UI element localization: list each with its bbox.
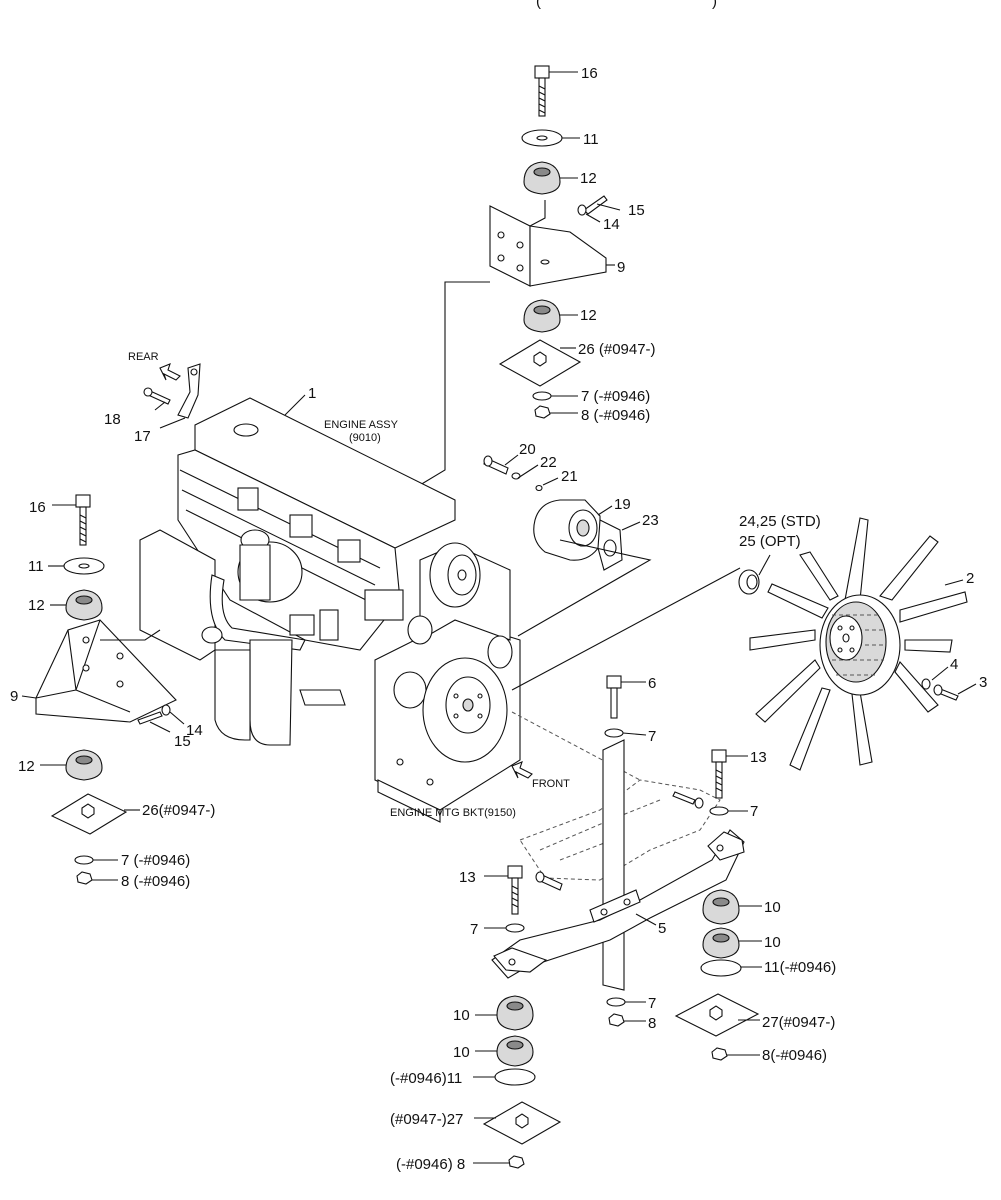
callout-8-left: 8 (-#0946) [121,873,190,890]
compressor-19 [483,455,652,637]
callout-18: 18 [104,411,121,428]
callout-8-top: 8 (-#0946) [581,407,650,424]
top-mount-stack [489,65,608,419]
callout-17: 17 [134,428,151,445]
callout-8-under: 8 [648,1015,656,1032]
bolt-16-top [534,65,550,117]
engine-assy-1 [139,363,521,823]
header-partial-text: ( [536,0,541,10]
callout-10-right-1: 10 [764,899,781,916]
callout-3: 3 [979,674,987,691]
callout-11-top: 11 [583,131,599,148]
rear-caption: REAR [128,351,159,363]
callout-8-left-lower: (-#0946) 8 [396,1156,465,1173]
callout-7-top: 7 (-#0946) [581,388,650,405]
callout-14-top: 14 [603,216,620,233]
callout-labels: 16 11 12 15 14 9 12 26 (#0947-) 7 (-#094… [10,65,987,1173]
callout-1: 1 [308,385,316,402]
nut-8-top [534,405,551,419]
callout-7-left: 7 (-#0946) [121,852,190,869]
front-arrow [511,761,533,779]
plate-26-top [498,339,582,387]
callout-9-left: 9 [10,688,18,705]
callout-7-bolt13-right: 7 [750,803,758,820]
callout-12-top-lower: 12 [580,307,597,324]
callout-11-left-lower: (-#0946)11 [390,1070,462,1087]
callout-24-25-std: 24,25 (STD) [739,513,821,530]
callout-10-left-2: 10 [453,1044,470,1061]
callout-9-top: 9 [617,259,625,276]
front-caption: FRONT [532,778,570,790]
leaders-left [21,504,185,881]
callout-20: 20 [519,441,536,458]
callout-27-right: 27(#0947-) [762,1014,835,1031]
callout-26-left: 26(#0947-) [142,802,215,819]
callout-10-left-1: 10 [453,1007,470,1024]
callout-12-left-lower: 12 [18,758,35,775]
callout-12-left: 12 [28,597,45,614]
callout-15-top: 15 [628,202,645,219]
leaders-lower [473,681,762,1164]
callout-21: 21 [561,468,578,485]
callout-25-opt: 25 (OPT) [739,533,801,550]
lift-bracket-17 [177,363,201,419]
callout-7-under: 7 [648,995,656,1012]
callout-11-left: 11 [28,558,44,575]
rear-arrow [159,363,181,381]
left-mount-stack [35,494,177,885]
leaders-top [414,71,621,489]
engine-assy-code: (9010) [349,432,381,444]
callout-12-top: 12 [580,170,597,187]
callout-15-left: 15 [174,733,191,750]
header-partial-close: ) [712,0,717,10]
engine-mtg-bkt-caption: ENGINE MTG BKT(9150) [390,807,516,819]
callout-5: 5 [658,920,666,937]
callout-6: 6 [648,675,656,692]
lower-mounts [482,675,760,1169]
callout-7-bolt13-left: 7 [470,921,478,938]
callout-8-right: 8(-#0946) [762,1047,827,1064]
callout-11-right: 11(-#0946) [764,959,836,976]
callout-4: 4 [950,656,958,673]
callout-19: 19 [614,496,631,513]
engine-assy-caption: ENGINE ASSY [324,419,399,431]
rubber-mount-12-top [523,161,561,195]
callout-10-right-2: 10 [764,934,781,951]
washer-7-top [532,391,552,401]
top-bracket-9 [489,200,607,287]
callout-7-bolt6: 7 [648,728,656,745]
fan-2 [511,517,968,771]
callout-14-left: 14 [186,722,203,739]
bolt-15-top [577,195,608,216]
callout-2: 2 [966,570,974,587]
callout-26-top: 26 (#0947-) [578,341,656,358]
callout-16-top: 16 [581,65,598,82]
rubber-mount-12-top-lower [523,299,561,333]
callout-13-right: 13 [750,749,767,766]
callout-27-left: (#0947-)27 [390,1111,463,1128]
callout-22: 22 [540,454,557,471]
callout-16-left: 16 [29,499,46,516]
callout-23: 23 [642,512,659,529]
callout-13-left: 13 [459,869,476,886]
